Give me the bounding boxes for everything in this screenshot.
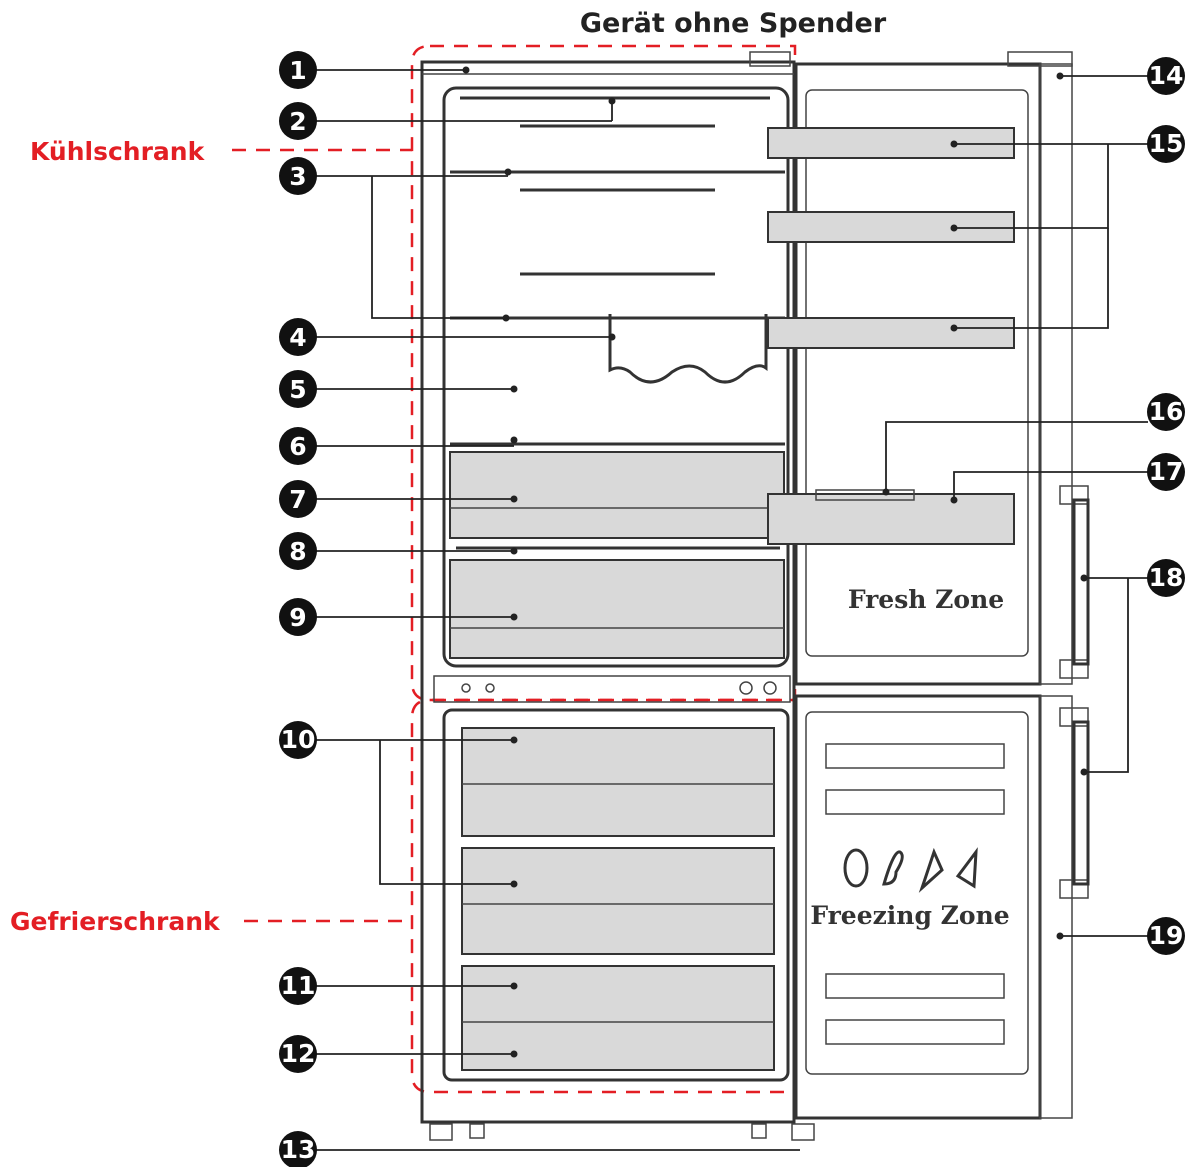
svg-text:1: 1 — [289, 56, 306, 85]
control-knob-1 — [461, 683, 471, 693]
freezer-door-liner — [805, 711, 1029, 1075]
callout-12: 12 — [279, 1035, 317, 1073]
svg-text:2: 2 — [289, 107, 306, 136]
callout-11: 11 — [279, 967, 317, 1005]
callout-4: 4 — [279, 318, 317, 356]
egg-tray — [815, 489, 915, 501]
svg-text:16: 16 — [1149, 397, 1184, 426]
door-balcony-1 — [767, 127, 1015, 159]
adjustable-feet — [429, 1123, 815, 1141]
svg-text:7: 7 — [289, 485, 306, 514]
door-handle-top — [1059, 485, 1090, 679]
fridge-door-liner — [805, 89, 1029, 657]
svg-text:9: 9 — [289, 603, 306, 632]
food-icons — [843, 847, 978, 893]
door-handle-bottom — [1059, 707, 1090, 899]
svg-text:14: 14 — [1149, 61, 1184, 90]
freezing-zone-label: Freezing Zone — [810, 901, 1009, 930]
callout-3: 3 — [279, 157, 317, 195]
freezer-drawer-2 — [461, 847, 775, 955]
fridge-zone-boundary — [410, 44, 797, 702]
svg-text:10: 10 — [281, 725, 316, 754]
fresh-zone-label: Fresh Zone — [848, 585, 1004, 614]
callout-14: 14 — [1147, 57, 1185, 95]
leader-lines — [316, 69, 1148, 1151]
callout-7: 7 — [279, 480, 317, 518]
control-knob-3 — [739, 681, 753, 695]
callout-6: 6 — [279, 427, 317, 465]
control-strip — [433, 675, 791, 703]
freezer-door-slot-3 — [825, 973, 1005, 999]
callout-18: 18 — [1147, 559, 1185, 597]
freezer-zone-boundary — [410, 698, 797, 1094]
svg-text:15: 15 — [1149, 129, 1184, 158]
freezer-door-slot-4 — [825, 1019, 1005, 1045]
svg-text:4: 4 — [289, 323, 306, 352]
callout-15: 15 — [1147, 125, 1185, 163]
control-knob-2 — [485, 683, 495, 693]
svg-text:12: 12 — [281, 1039, 316, 1068]
svg-text:13: 13 — [281, 1135, 316, 1164]
zone-label-freezer: Gefrierschrank — [10, 907, 221, 936]
callout-10: 10 — [279, 721, 317, 759]
door-balcony-4 — [767, 493, 1015, 545]
fridge-door-edge — [1039, 63, 1073, 685]
svg-text:18: 18 — [1149, 563, 1184, 592]
freezer-inner-liner — [442, 708, 790, 1082]
callout-16: 16 — [1147, 393, 1185, 431]
leader-dots — [462, 66, 1088, 1058]
callout-17: 17 — [1147, 453, 1185, 491]
callout-13: 13 — [279, 1131, 317, 1167]
door-top-cap — [1007, 51, 1073, 67]
bottle-rack — [608, 314, 768, 384]
callout-19: 19 — [1147, 917, 1185, 955]
svg-text:6: 6 — [289, 432, 306, 461]
callout-2: 2 — [279, 102, 317, 140]
svg-text:3: 3 — [289, 162, 306, 191]
cabinet-body — [420, 60, 796, 1124]
svg-text:11: 11 — [281, 971, 316, 1000]
fridge-inner-liner — [442, 86, 790, 668]
svg-text:8: 8 — [289, 537, 306, 566]
callout-8: 8 — [279, 532, 317, 570]
freezer-door-slot-2 — [825, 789, 1005, 815]
crisper-drawer-cover — [449, 451, 785, 539]
air-vents — [520, 124, 715, 276]
freezer-door-edge — [1039, 695, 1073, 1119]
callout-9: 9 — [279, 598, 317, 636]
svg-text:19: 19 — [1149, 921, 1184, 950]
control-knob-4 — [763, 681, 777, 695]
callout-5: 5 — [279, 370, 317, 408]
zone-label-fridge: Kühlschrank — [30, 137, 206, 166]
door-balcony-2 — [767, 211, 1015, 243]
svg-text:17: 17 — [1149, 457, 1184, 486]
svg-text:5: 5 — [289, 375, 306, 404]
diagram-title: Gerät ohne Spender — [580, 8, 887, 39]
freezer-door-slot-1 — [825, 743, 1005, 769]
freezer-drawer-1 — [461, 727, 775, 837]
top-hinge — [749, 51, 791, 67]
fresh-drawer — [449, 559, 785, 659]
door-balcony-3 — [767, 317, 1015, 349]
callout-1: 1 — [279, 51, 317, 89]
